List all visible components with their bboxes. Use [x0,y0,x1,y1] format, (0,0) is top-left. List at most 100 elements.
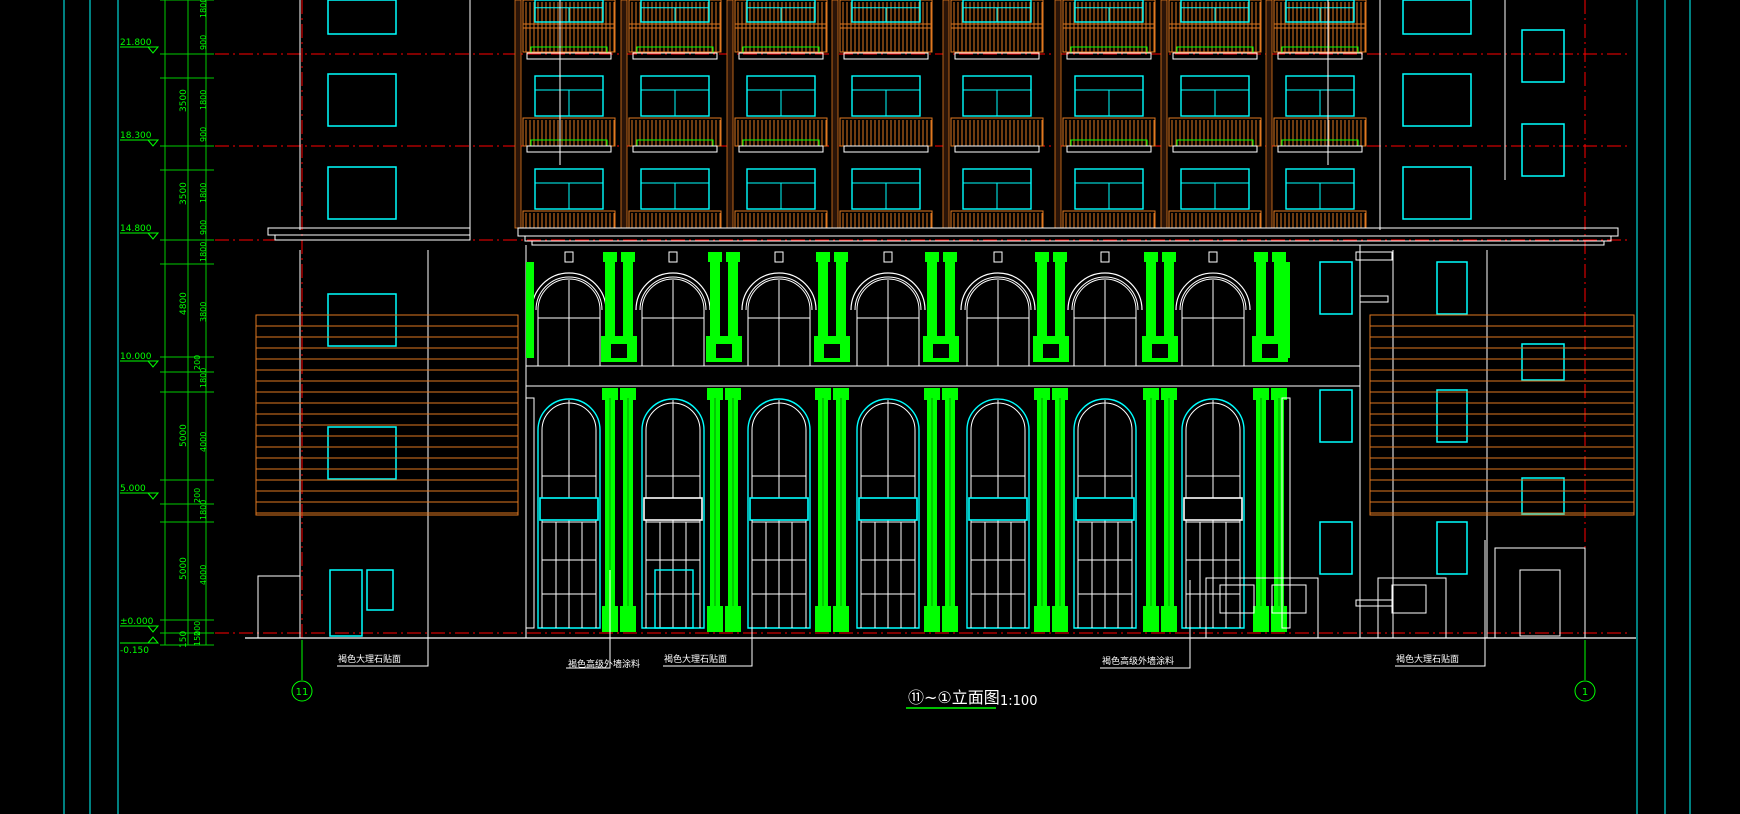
ground-arch-window [966,398,1030,629]
corinthian-column [1143,252,1159,632]
upper-column-capital [708,252,722,262]
sill [1172,145,1258,153]
upper-column-shaft [605,262,615,358]
pilaster [1054,0,1062,229]
dimension-text: 150 [179,631,189,648]
lower-column-capital [924,388,940,400]
corinthian-column [725,252,741,632]
arch-molding [531,272,607,311]
keystone [774,251,784,263]
elevation-marker: ±0.000 [120,617,160,633]
upper-column-capital [621,252,635,262]
lower-column-capital [815,388,831,400]
drawing-frame [63,0,1691,814]
lower-column-capital [1034,388,1050,400]
balcony-railing [522,117,616,147]
column-base [1143,606,1159,632]
window [534,168,604,210]
name-plaque [968,497,1028,521]
material-note: 褐色大理石贴面 [338,653,401,665]
balcony-railing [734,23,828,53]
balcony-railing [734,117,828,147]
sill [526,145,612,153]
window [746,168,816,210]
lower-column-capital [1253,388,1269,400]
dimension-text: 1800 [199,368,208,388]
railing-frame [839,0,933,29]
upper-column-capital [834,252,848,262]
dimension-text: 4800 [179,292,189,315]
window [1180,0,1250,23]
upper-column-shaft [818,262,828,358]
material-note: 褐色高级外墙涂料 [568,658,640,670]
arch-molding [1067,272,1143,311]
sill [1066,145,1152,153]
end-column [1282,262,1290,358]
elevation-label: 14.800 [120,224,152,234]
window [962,0,1032,23]
upper-arch-window [741,251,817,367]
upper-column-shaft [836,262,846,358]
arch-molding [1175,272,1251,311]
column-base [1034,606,1050,632]
left-tower-windows [327,0,397,637]
sill [843,52,929,60]
upper-column-shaft [1274,262,1284,358]
dimension-text: 3800 [199,302,208,322]
balcony-railing [1273,117,1367,147]
balcony-railing [628,23,722,53]
elevation-label: 18.300 [120,131,152,141]
ground-arch-window [641,398,705,629]
upper-column-capital [1254,252,1268,262]
sill [954,145,1040,153]
lower-column-capital [1052,388,1068,400]
sill [738,145,824,153]
window [1074,0,1144,23]
railing-frame [1273,0,1367,29]
outer-dimension-texts: 3500 3500 4800 5000 5000 150 [179,89,189,648]
elevation-marker: 10.000 [120,352,160,368]
grid-bubble-left: 11 [291,640,313,702]
column-base [1161,606,1177,632]
elevation-markers: 21.800 18.300 14.800 10.000 5.000 ±0.000… [120,38,160,656]
lower-column-capital [707,388,723,400]
end-pilaster [525,397,535,629]
corinthian-column [833,252,849,632]
window [1180,75,1250,117]
arch-glazing [537,278,601,367]
railing-frame [522,0,616,29]
name-plaque [1075,497,1135,521]
pilaster [514,0,522,229]
pedestal-panel [611,344,627,358]
balcony-railing [1062,23,1156,53]
column-base [942,606,958,632]
arch-glazing [966,278,1030,367]
corinthian-column [1034,252,1050,632]
railing-frame [628,23,722,53]
elevation-marker: 14.800 [120,224,160,240]
material-note-texts: 褐色大理石贴面 褐色高级外墙涂料 褐色大理石贴面 褐色高级外墙涂料 褐色大理石贴… [338,653,1459,670]
window [962,168,1032,210]
corinthian-column [815,252,831,632]
balcony-railing [950,23,1044,53]
sill [843,145,929,153]
name-plaque [1183,497,1243,521]
corinthian-column [1052,252,1068,632]
railing-frame [628,0,722,29]
window [1074,168,1144,210]
lower-column-capital [1271,388,1287,400]
upper-column-capital [1144,252,1158,262]
upper-arch-window [850,251,926,367]
upper-column-shaft [1037,262,1047,358]
elevation-label: -0.150 [120,646,149,656]
railing-frame [1062,0,1156,29]
upper-column-shaft [623,262,633,358]
arch-molding [960,272,1036,311]
right-stone-cladding-panel [1369,314,1635,516]
cladding-outline [255,314,519,516]
balcony-railing [628,117,722,147]
arch-molding [854,276,922,311]
upper-column-capital [603,252,617,262]
elevation-label: 10.000 [120,352,152,362]
